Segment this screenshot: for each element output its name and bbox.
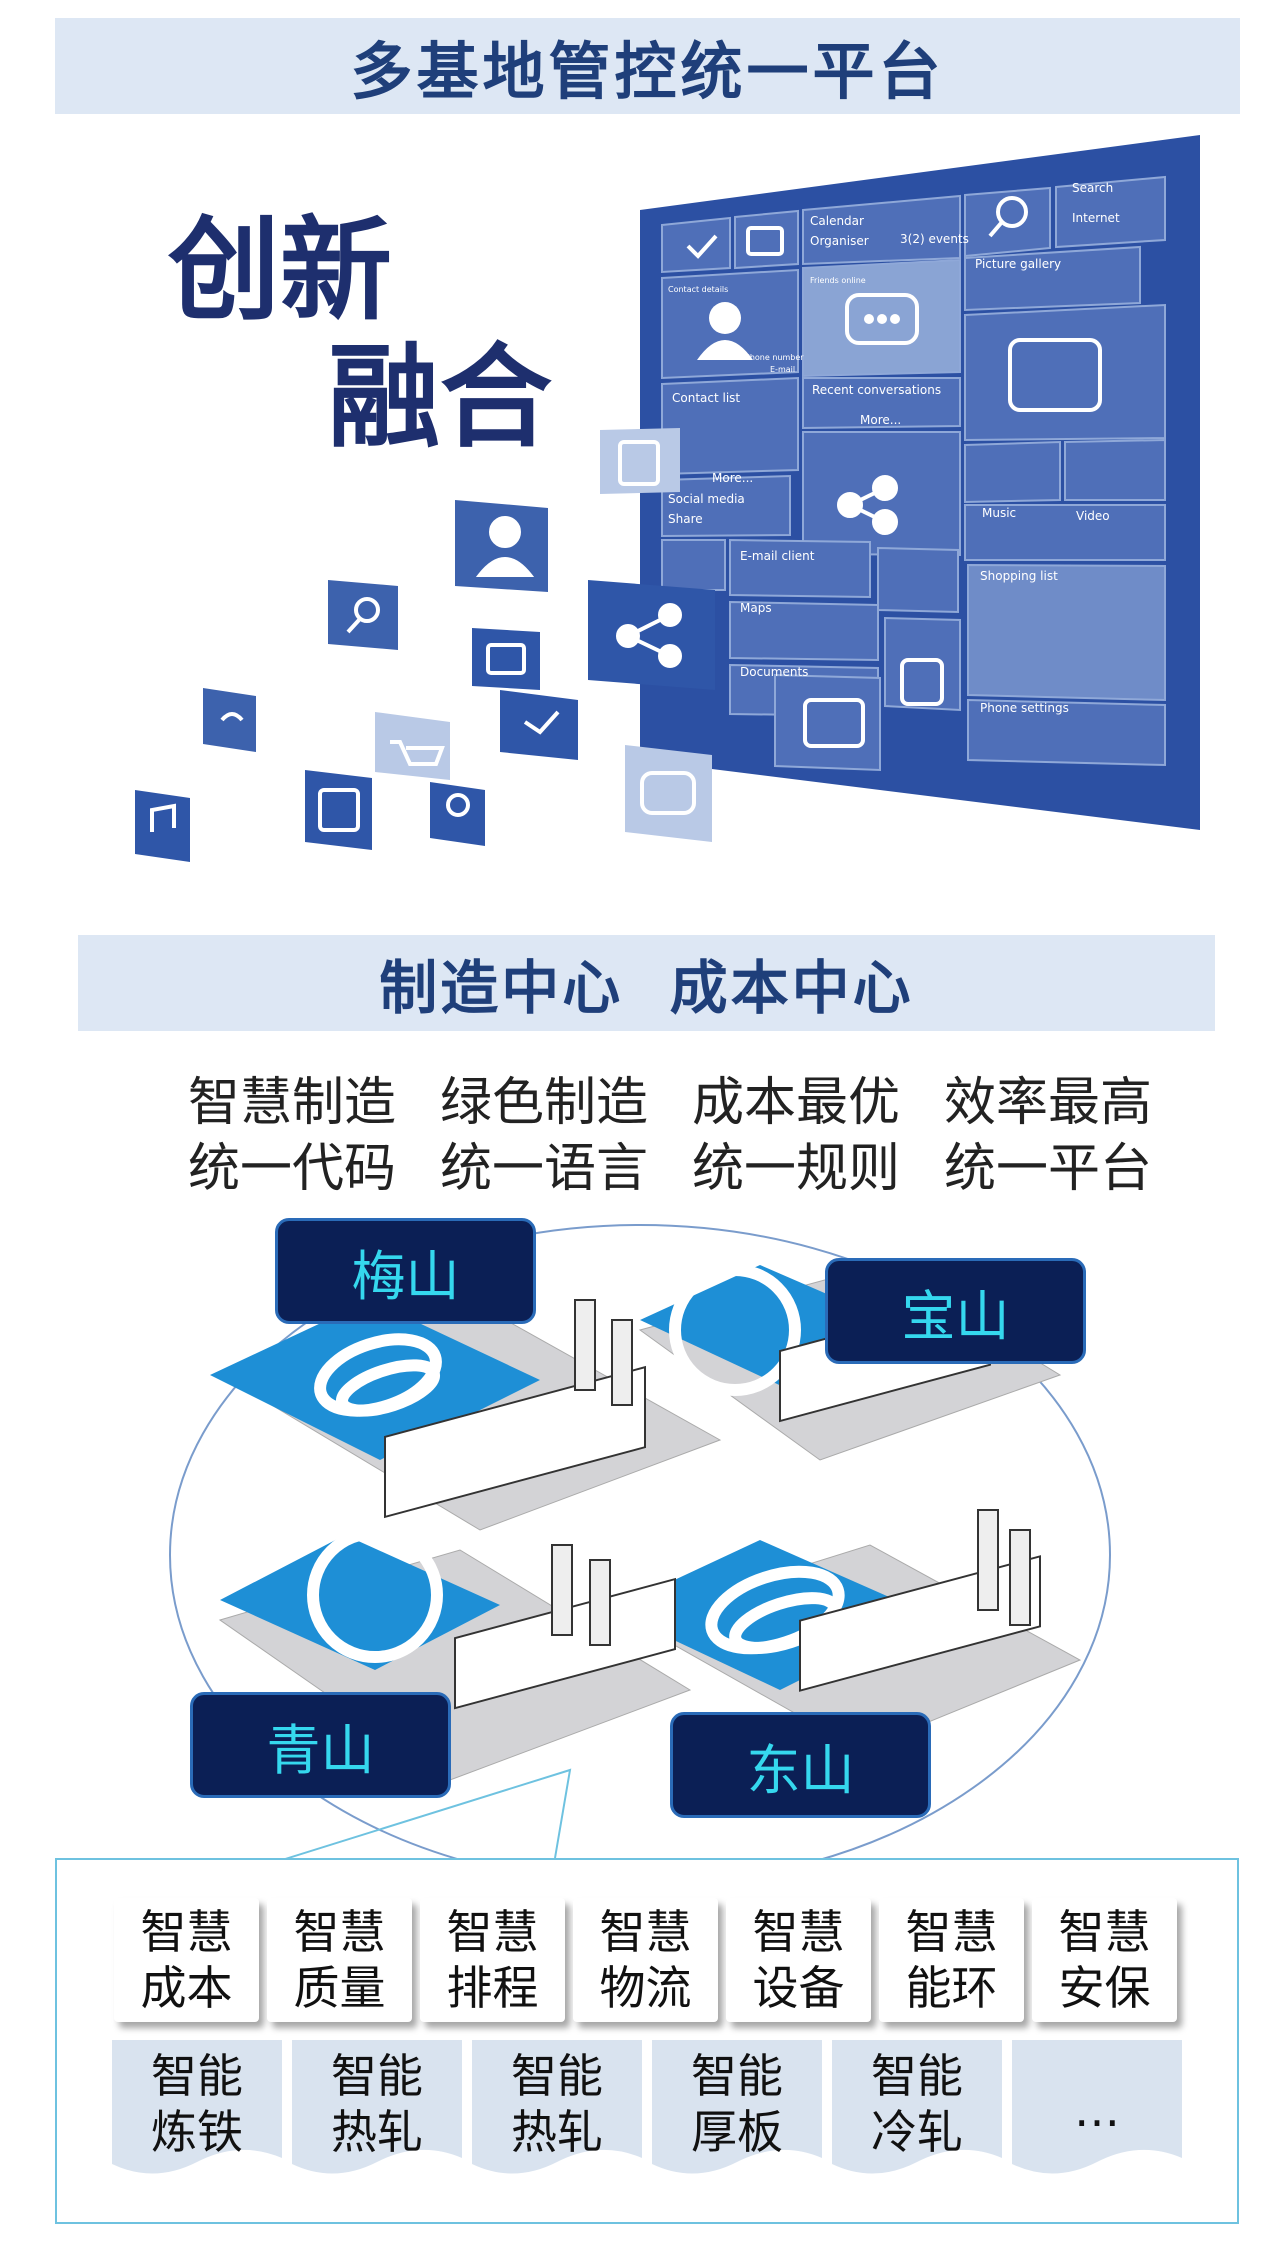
document-shape: [292, 2040, 462, 2174]
svg-text:Internet: Internet: [1072, 211, 1120, 225]
page-title: 多基地管控统一平台: [350, 35, 945, 108]
page-title-banner: 多基地管控统一平台: [55, 18, 1240, 114]
smart-capability-card: 智能炼铁: [112, 2040, 282, 2180]
module-top: 智慧: [905, 1905, 998, 1959]
base-label-dongshan: 东山: [670, 1712, 931, 1818]
module-top: 智慧: [140, 1905, 233, 1959]
smart-module-card: 智慧安保: [1032, 1898, 1177, 2022]
module-bottom: 排程: [446, 1961, 539, 2015]
svg-text:Video: Video: [1076, 509, 1110, 523]
capability-bottom: 厚板: [691, 2105, 783, 2159]
capability-bottom: 热轧: [331, 2105, 423, 2159]
base-label-qingshan: 青山: [190, 1692, 451, 1798]
smart-module-card: 智慧质量: [267, 1898, 412, 2022]
smart-capability-card: …: [1012, 2040, 1182, 2180]
module-top: 智慧: [599, 1905, 692, 1959]
svg-text:Friends online: Friends online: [810, 276, 866, 285]
base-name: 宝山: [901, 1284, 1010, 1348]
module-bottom: 成本: [140, 1961, 233, 2015]
svg-text:Picture gallery: Picture gallery: [975, 257, 1061, 271]
smart-capability-card: 智能热轧: [292, 2040, 462, 2180]
svg-text:More...: More...: [860, 413, 901, 427]
svg-text:Recent conversations: Recent conversations: [812, 383, 941, 397]
keyword: 成本最优: [692, 1073, 901, 1133]
document-shape: [112, 2040, 282, 2174]
document-shape: [652, 2040, 822, 2174]
keyword: 效率最高: [944, 1073, 1153, 1133]
document-shape: [832, 2040, 1002, 2174]
capability-more: …: [1074, 2083, 1120, 2137]
capability-top: 智能: [691, 2049, 783, 2103]
base-label-baoshan: 宝山: [825, 1258, 1086, 1364]
keyword-row-1: 智慧制造 绿色制造 成本最优 效率最高: [188, 1060, 1152, 1135]
base-name: 青山: [266, 1718, 375, 1782]
capability-bottom: 冷轧: [871, 2105, 963, 2159]
smart-module-card: 智慧能环: [879, 1898, 1024, 2022]
smart-capability-card: 智能热轧: [472, 2040, 642, 2180]
keyword: 统一平台: [944, 1139, 1153, 1199]
keyword: 统一代码: [188, 1139, 397, 1199]
svg-text:Phone number: Phone number: [745, 353, 804, 362]
module-top: 智慧: [1058, 1905, 1151, 1959]
svg-text:Search: Search: [1072, 181, 1113, 195]
smart-capability-card: 智能冷轧: [832, 2040, 1002, 2180]
module-top: 智慧: [752, 1905, 845, 1959]
svg-text:E-mail: E-mail: [770, 365, 795, 374]
module-top: 智慧: [446, 1905, 539, 1959]
smart-capability-card: 智能厚板: [652, 2040, 822, 2180]
capability-bottom: 炼铁: [151, 2105, 243, 2159]
keyword: 统一规则: [692, 1139, 901, 1199]
capability-top: 智能: [871, 2049, 963, 2103]
section-banner: 制造中心 成本中心: [78, 935, 1215, 1031]
svg-text:Share: Share: [668, 512, 703, 526]
capability-top: 智能: [151, 2049, 243, 2103]
base-name: 梅山: [351, 1244, 460, 1308]
module-bottom: 设备: [752, 1961, 845, 2015]
smart-module-card: 智慧排程: [420, 1898, 565, 2022]
smart-module-card: 智慧物流: [573, 1898, 718, 2022]
svg-text:Maps: Maps: [740, 601, 772, 615]
module-top: 智慧: [293, 1905, 386, 1959]
document-shape: [472, 2040, 642, 2174]
keyword: 统一语言: [440, 1139, 649, 1199]
keyword: 绿色制造: [440, 1073, 649, 1133]
svg-text:Contact details: Contact details: [668, 285, 728, 294]
slogan-line-2: 融合: [328, 333, 552, 463]
svg-text:Calendar: Calendar: [810, 214, 864, 228]
smart-module-card: 智慧成本: [114, 1898, 259, 2022]
module-bottom: 物流: [599, 1961, 692, 2015]
svg-text:Music: Music: [982, 506, 1016, 520]
capability-bottom: 热轧: [511, 2105, 603, 2159]
slogan-line-1: 创新: [168, 206, 392, 336]
smart-module-card: 智慧设备: [726, 1898, 871, 2022]
svg-text:Shopping list: Shopping list: [980, 569, 1058, 583]
capability-top: 智能: [511, 2049, 603, 2103]
module-bottom: 质量: [293, 1961, 386, 2015]
svg-text:Organiser: Organiser: [810, 234, 869, 248]
base-label-meishan: 梅山: [275, 1218, 536, 1324]
keyword-row-2: 统一代码 统一语言 统一规则 统一平台: [188, 1126, 1152, 1201]
smart-modules-panel: 智慧成本 智慧质量 智慧排程 智慧物流 智慧设备 智慧能环 智慧安保 智能炼铁 …: [55, 1858, 1239, 2224]
base-name: 东山: [746, 1738, 855, 1802]
svg-text:Social media: Social media: [668, 492, 745, 506]
svg-text:More...: More...: [712, 471, 753, 485]
capability-top: 智能: [331, 2049, 423, 2103]
svg-text:Documents: Documents: [740, 665, 808, 679]
keyword: 智慧制造: [188, 1073, 397, 1133]
svg-text:E-mail client: E-mail client: [740, 549, 815, 563]
document-shape: [1012, 2040, 1182, 2174]
module-bottom: 安保: [1058, 1961, 1151, 2015]
module-bottom: 能环: [905, 1961, 998, 2015]
svg-text:3(2) events: 3(2) events: [900, 232, 969, 246]
svg-text:Contact list: Contact list: [672, 391, 740, 405]
section-title: 制造中心 成本中心: [379, 954, 914, 1022]
svg-text:Phone settings: Phone settings: [980, 701, 1069, 715]
